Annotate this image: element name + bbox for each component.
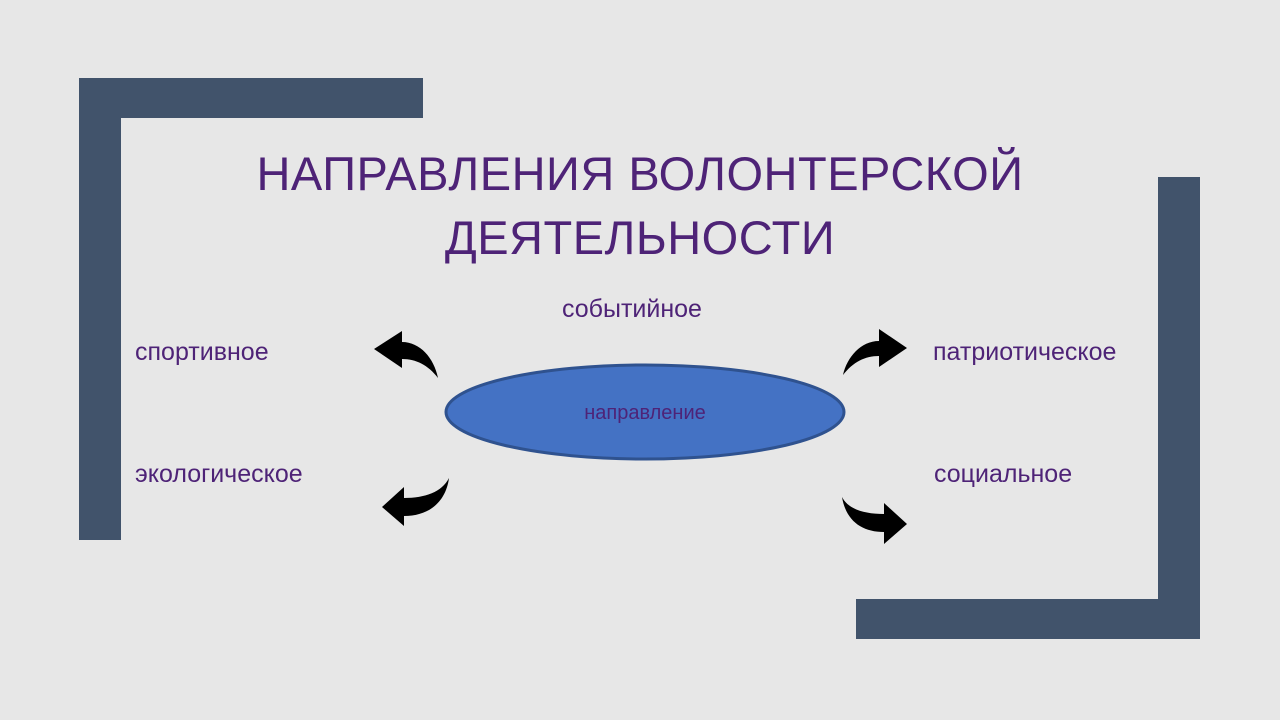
frame-top-left-vertical [79, 78, 121, 540]
arrow-bottom-right-icon [842, 497, 907, 544]
label-right-bottom: социальное [934, 460, 1073, 488]
label-right-top: патриотическое [933, 338, 1117, 366]
arrow-top-right-icon [843, 329, 907, 375]
label-left-bottom: экологическое [135, 460, 303, 488]
label-top: событийное [562, 295, 702, 323]
center-label: направление [584, 402, 706, 424]
label-left-top: спортивное [135, 338, 269, 366]
title-line-2: деятельности [444, 211, 836, 264]
frame-bottom-right-vertical [1158, 177, 1200, 639]
arrow-bottom-left-icon [382, 478, 449, 526]
center-ellipse [444, 363, 846, 461]
arrow-top-left-icon [374, 331, 438, 378]
slide-title: Направления волонтерской деятельности [140, 142, 1140, 270]
frame-top-left-horizontal [79, 78, 423, 118]
title-line-1: Направления волонтерской [256, 147, 1024, 200]
frame-bottom-right-horizontal [856, 599, 1200, 639]
